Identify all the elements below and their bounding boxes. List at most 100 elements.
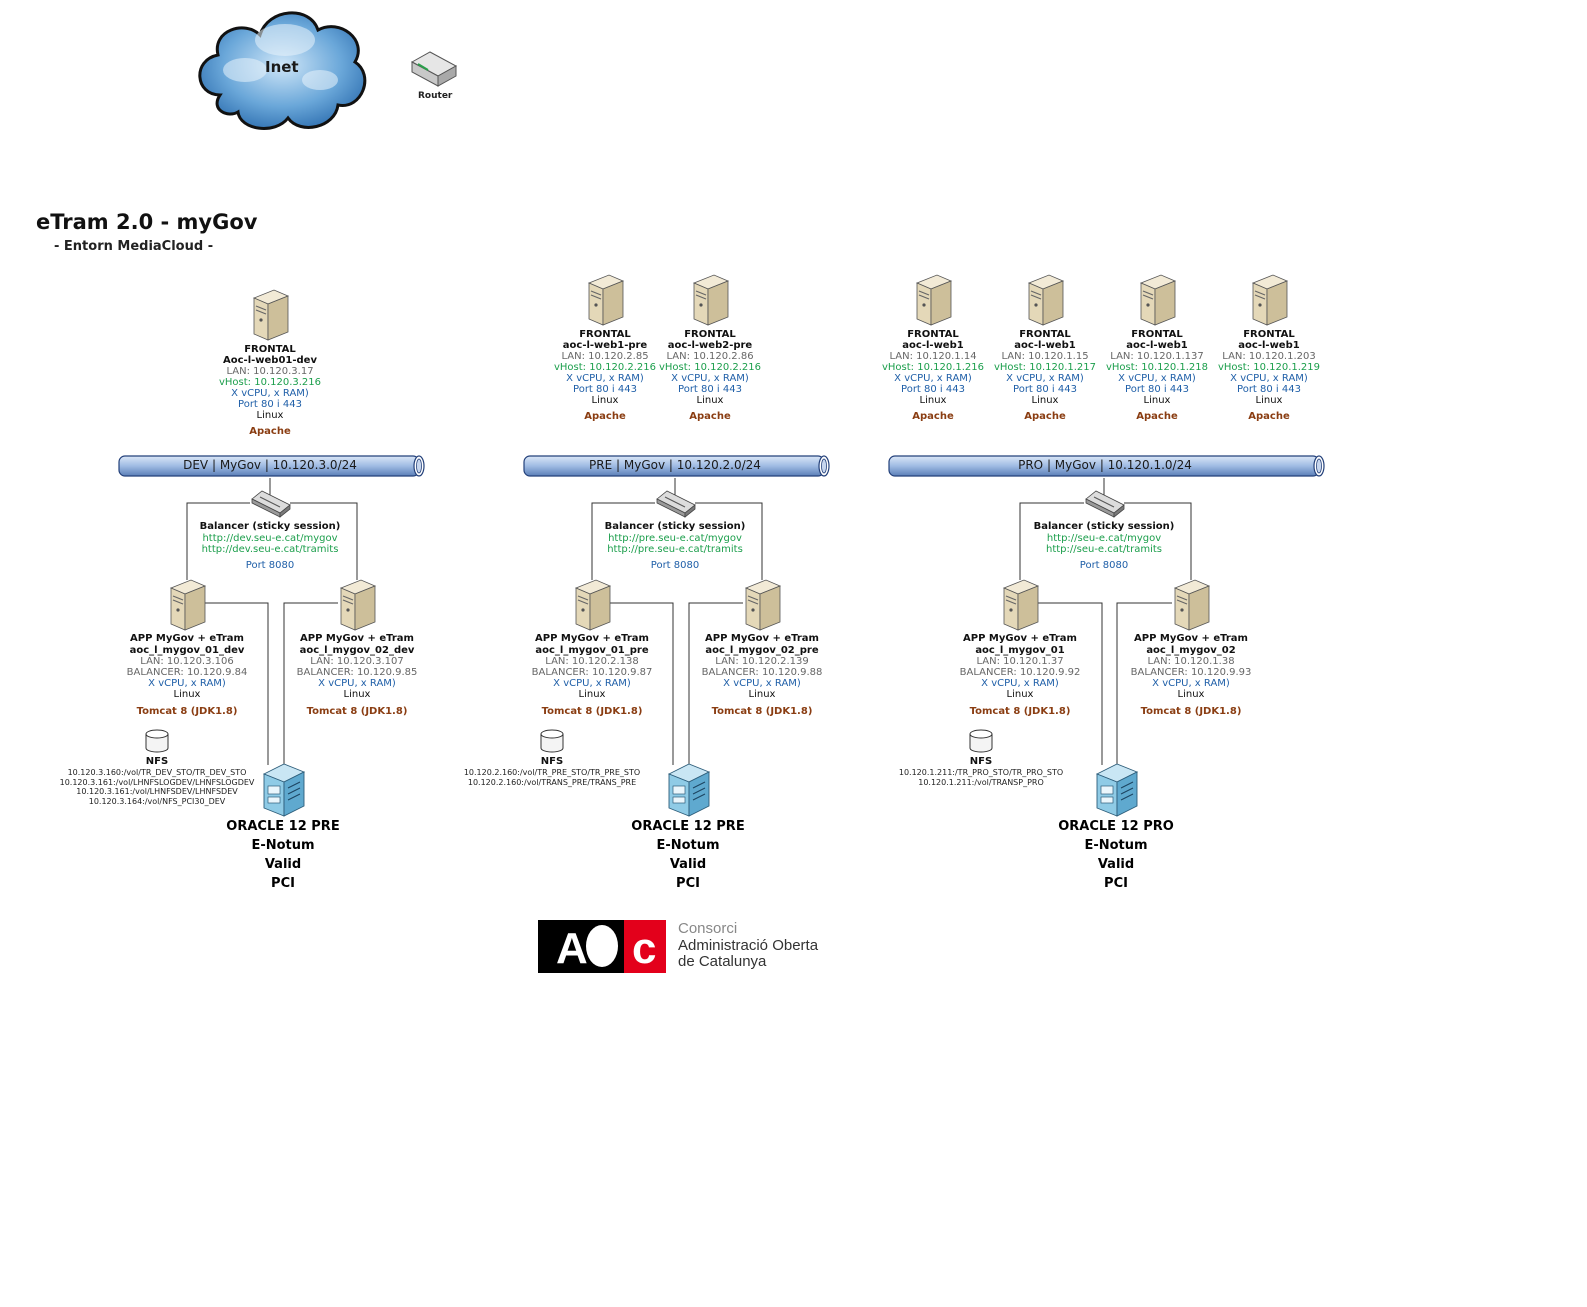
dev-app-1-host: aoc_l_mygov_01_dev — [129, 645, 245, 656]
pro-nfs-path-2: 10.120.1.211:/vol/TRANSP_PRO — [918, 777, 1044, 787]
pro-database-name: ORACLE 12 PRO — [1058, 819, 1174, 834]
dev-app-2-role: APP MyGov + eTram — [300, 633, 414, 644]
pre-wires — [591, 478, 763, 765]
dev-balancer-switch-icon — [251, 490, 291, 518]
dev-app-1-balancer-ip: BALANCER: 10.120.9.84 — [126, 667, 248, 678]
pre-balancer-url-1: http://pre.seu-e.cat/mygov — [608, 533, 742, 544]
diagram-title: eTram 2.0 - myGov — [36, 210, 258, 234]
pre-frontal-1-host: aoc-l-web1-pre — [562, 340, 648, 351]
pre-segment-label: PRE | MyGov | 10.120.2.0/24 — [589, 458, 761, 472]
dev-database-icon — [262, 763, 306, 817]
dev-nfs-disk-icon — [145, 729, 169, 753]
pro-frontal-1-vhost: vHost: 10.120.1.216 — [881, 362, 985, 373]
dev-frontal-1-vhost: vHost: 10.120.3.216 — [218, 377, 322, 388]
pre-nfs-label: NFS — [540, 756, 564, 767]
pre-app-2-software: Tomcat 8 (JDK1.8) — [711, 706, 813, 717]
pre-frontal-2-server-icon — [692, 274, 730, 326]
pro-frontal-3-software: Apache — [1136, 411, 1178, 422]
aoc-logo: A c Consorci Administració Oberta de Cat… — [538, 920, 838, 975]
dev-nfs-label: NFS — [145, 756, 169, 767]
pre-frontal-1-role: FRONTAL — [579, 329, 631, 340]
pro-balancer-switch-icon — [1085, 490, 1125, 518]
pro-frontal-1-port: Port 80 i 443 — [901, 384, 965, 395]
pre-nfs-disk-icon — [540, 729, 564, 753]
pre-app-1-server-icon — [574, 579, 612, 631]
logo-line-3: de Catalunya — [678, 953, 767, 970]
dev-nfs-path-3: 10.120.3.161:/vol/LHNFSDEV/LHNFSDEV — [76, 787, 238, 796]
pro-nfs-label: NFS — [969, 756, 993, 767]
pre-app-2-os: Linux — [748, 689, 776, 700]
pre-nfs-path-2: 10.120.2.160:/vol/TRANS_PRE/TRANS_PRE — [467, 777, 637, 787]
pro-wires — [1019, 478, 1192, 765]
pre-frontal-2-port: Port 80 i 443 — [678, 384, 742, 395]
pre-frontal-2-host: aoc-l-web2-pre — [667, 340, 753, 351]
pro-frontal-2-os: Linux — [1031, 395, 1059, 406]
pre-database-schema-1: E-Notum — [656, 838, 720, 853]
pro-app-1-host: aoc_l_mygov_01 — [975, 645, 1065, 656]
pro-database-schema-3: PCI — [1104, 876, 1128, 891]
pro-app-2-host: aoc_l_mygov_02 — [1146, 645, 1236, 656]
pre-frontal-1-server-icon — [587, 274, 625, 326]
pro-app-1-role: APP MyGov + eTram — [963, 633, 1077, 644]
pre-frontal-1-vhost: vHost: 10.120.2.216 — [553, 362, 657, 373]
pro-frontal-3-lan: LAN: 10.120.1.137 — [1110, 351, 1204, 362]
svg-text:c: c — [632, 924, 656, 973]
dev-balancer-port: Port 8080 — [245, 560, 295, 571]
pre-frontal-1-resources: X vCPU, x RAM) — [566, 373, 644, 384]
pre-app-1-role: APP MyGov + eTram — [535, 633, 649, 644]
pro-frontal-3-vhost: vHost: 10.120.1.218 — [1105, 362, 1209, 373]
pre-frontal-2-vhost: vHost: 10.120.2.216 — [658, 362, 762, 373]
pre-segment: PRE | MyGov | 10.120.2.0/24 — [520, 455, 830, 477]
pre-frontal-2-resources: X vCPU, x RAM) — [671, 373, 749, 384]
pre-frontal-1-software: Apache — [584, 411, 626, 422]
pro-app-2-role: APP MyGov + eTram — [1134, 633, 1248, 644]
pro-database-icon — [1095, 763, 1139, 817]
pro-frontal-4-server-icon — [1251, 274, 1289, 326]
dev-balancer-url-1: http://dev.seu-e.cat/mygov — [202, 533, 338, 544]
pro-app-1-resources: X vCPU, x RAM) — [981, 678, 1059, 689]
pre-app-2-balancer-ip: BALANCER: 10.120.9.88 — [701, 667, 823, 678]
dev-database-schema-2: Valid — [264, 857, 302, 872]
pro-frontal-1-lan: LAN: 10.120.1.14 — [889, 351, 977, 362]
pro-frontal-1-os: Linux — [919, 395, 947, 406]
pro-frontal-4-port: Port 80 i 443 — [1237, 384, 1301, 395]
pro-app-2-balancer-ip: BALANCER: 10.120.9.93 — [1130, 667, 1252, 678]
pro-frontal-4-lan: LAN: 10.120.1.203 — [1222, 351, 1316, 362]
pro-frontal-3-server-icon — [1139, 274, 1177, 326]
pro-balancer-port: Port 8080 — [1079, 560, 1129, 571]
pre-database-schema-3: PCI — [676, 876, 700, 891]
dev-app-1-role: APP MyGov + eTram — [130, 633, 244, 644]
dev-app-1-software: Tomcat 8 (JDK1.8) — [136, 706, 238, 717]
pre-app-2-lan: LAN: 10.120.2.139 — [715, 656, 809, 667]
pro-app-1-balancer-ip: BALANCER: 10.120.9.92 — [959, 667, 1081, 678]
dev-segment-label: DEV | MyGov | 10.120.3.0/24 — [183, 458, 357, 472]
logo-line-1: Consorci — [678, 920, 738, 937]
pre-balancer-url-2: http://pre.seu-e.cat/tramits — [607, 544, 743, 555]
dev-segment: DEV | MyGov | 10.120.3.0/24 — [115, 455, 425, 477]
pro-frontal-4-os: Linux — [1255, 395, 1283, 406]
pro-nfs-path-1: 10.120.1.211:/TR_PRO_STO/TR_PRO_STO — [898, 768, 1064, 777]
pre-database-schema-2: Valid — [669, 857, 707, 872]
pro-frontal-1-software: Apache — [912, 411, 954, 422]
pro-frontal-3-role: FRONTAL — [1131, 329, 1183, 340]
pre-frontal-1-port: Port 80 i 443 — [573, 384, 637, 395]
pro-segment-label: PRO | MyGov | 10.120.1.0/24 — [1018, 458, 1192, 472]
dev-balancer-url-2: http://dev.seu-e.cat/tramits — [201, 544, 339, 555]
pro-frontal-2-host: aoc-l-web1 — [1014, 340, 1076, 351]
pro-frontal-2-role: FRONTAL — [1019, 329, 1071, 340]
dev-database-schema-3: PCI — [271, 876, 295, 891]
dev-frontal-1-server-icon — [252, 289, 290, 341]
pre-app-2-role: APP MyGov + eTram — [705, 633, 819, 644]
diagram-subtitle: - Entorn MediaCloud - — [54, 239, 214, 254]
pro-frontal-2-server-icon — [1027, 274, 1065, 326]
aoc-logo-mark: A c — [538, 920, 666, 973]
dev-app-2-balancer-ip: BALANCER: 10.120.9.85 — [296, 667, 418, 678]
pro-app-1-software: Tomcat 8 (JDK1.8) — [969, 706, 1071, 717]
pro-app-1-lan: LAN: 10.120.1.37 — [976, 656, 1064, 667]
pro-balancer-url-1: http://seu-e.cat/mygov — [1046, 533, 1162, 544]
internet-cloud-icon — [198, 11, 367, 130]
dev-frontal-1-lan: LAN: 10.120.3.17 — [226, 366, 314, 377]
dev-app-2-server-icon — [339, 579, 377, 631]
dev-frontal-1-role: FRONTAL — [244, 344, 296, 355]
logo-line-2: Administració Oberta — [678, 937, 819, 954]
